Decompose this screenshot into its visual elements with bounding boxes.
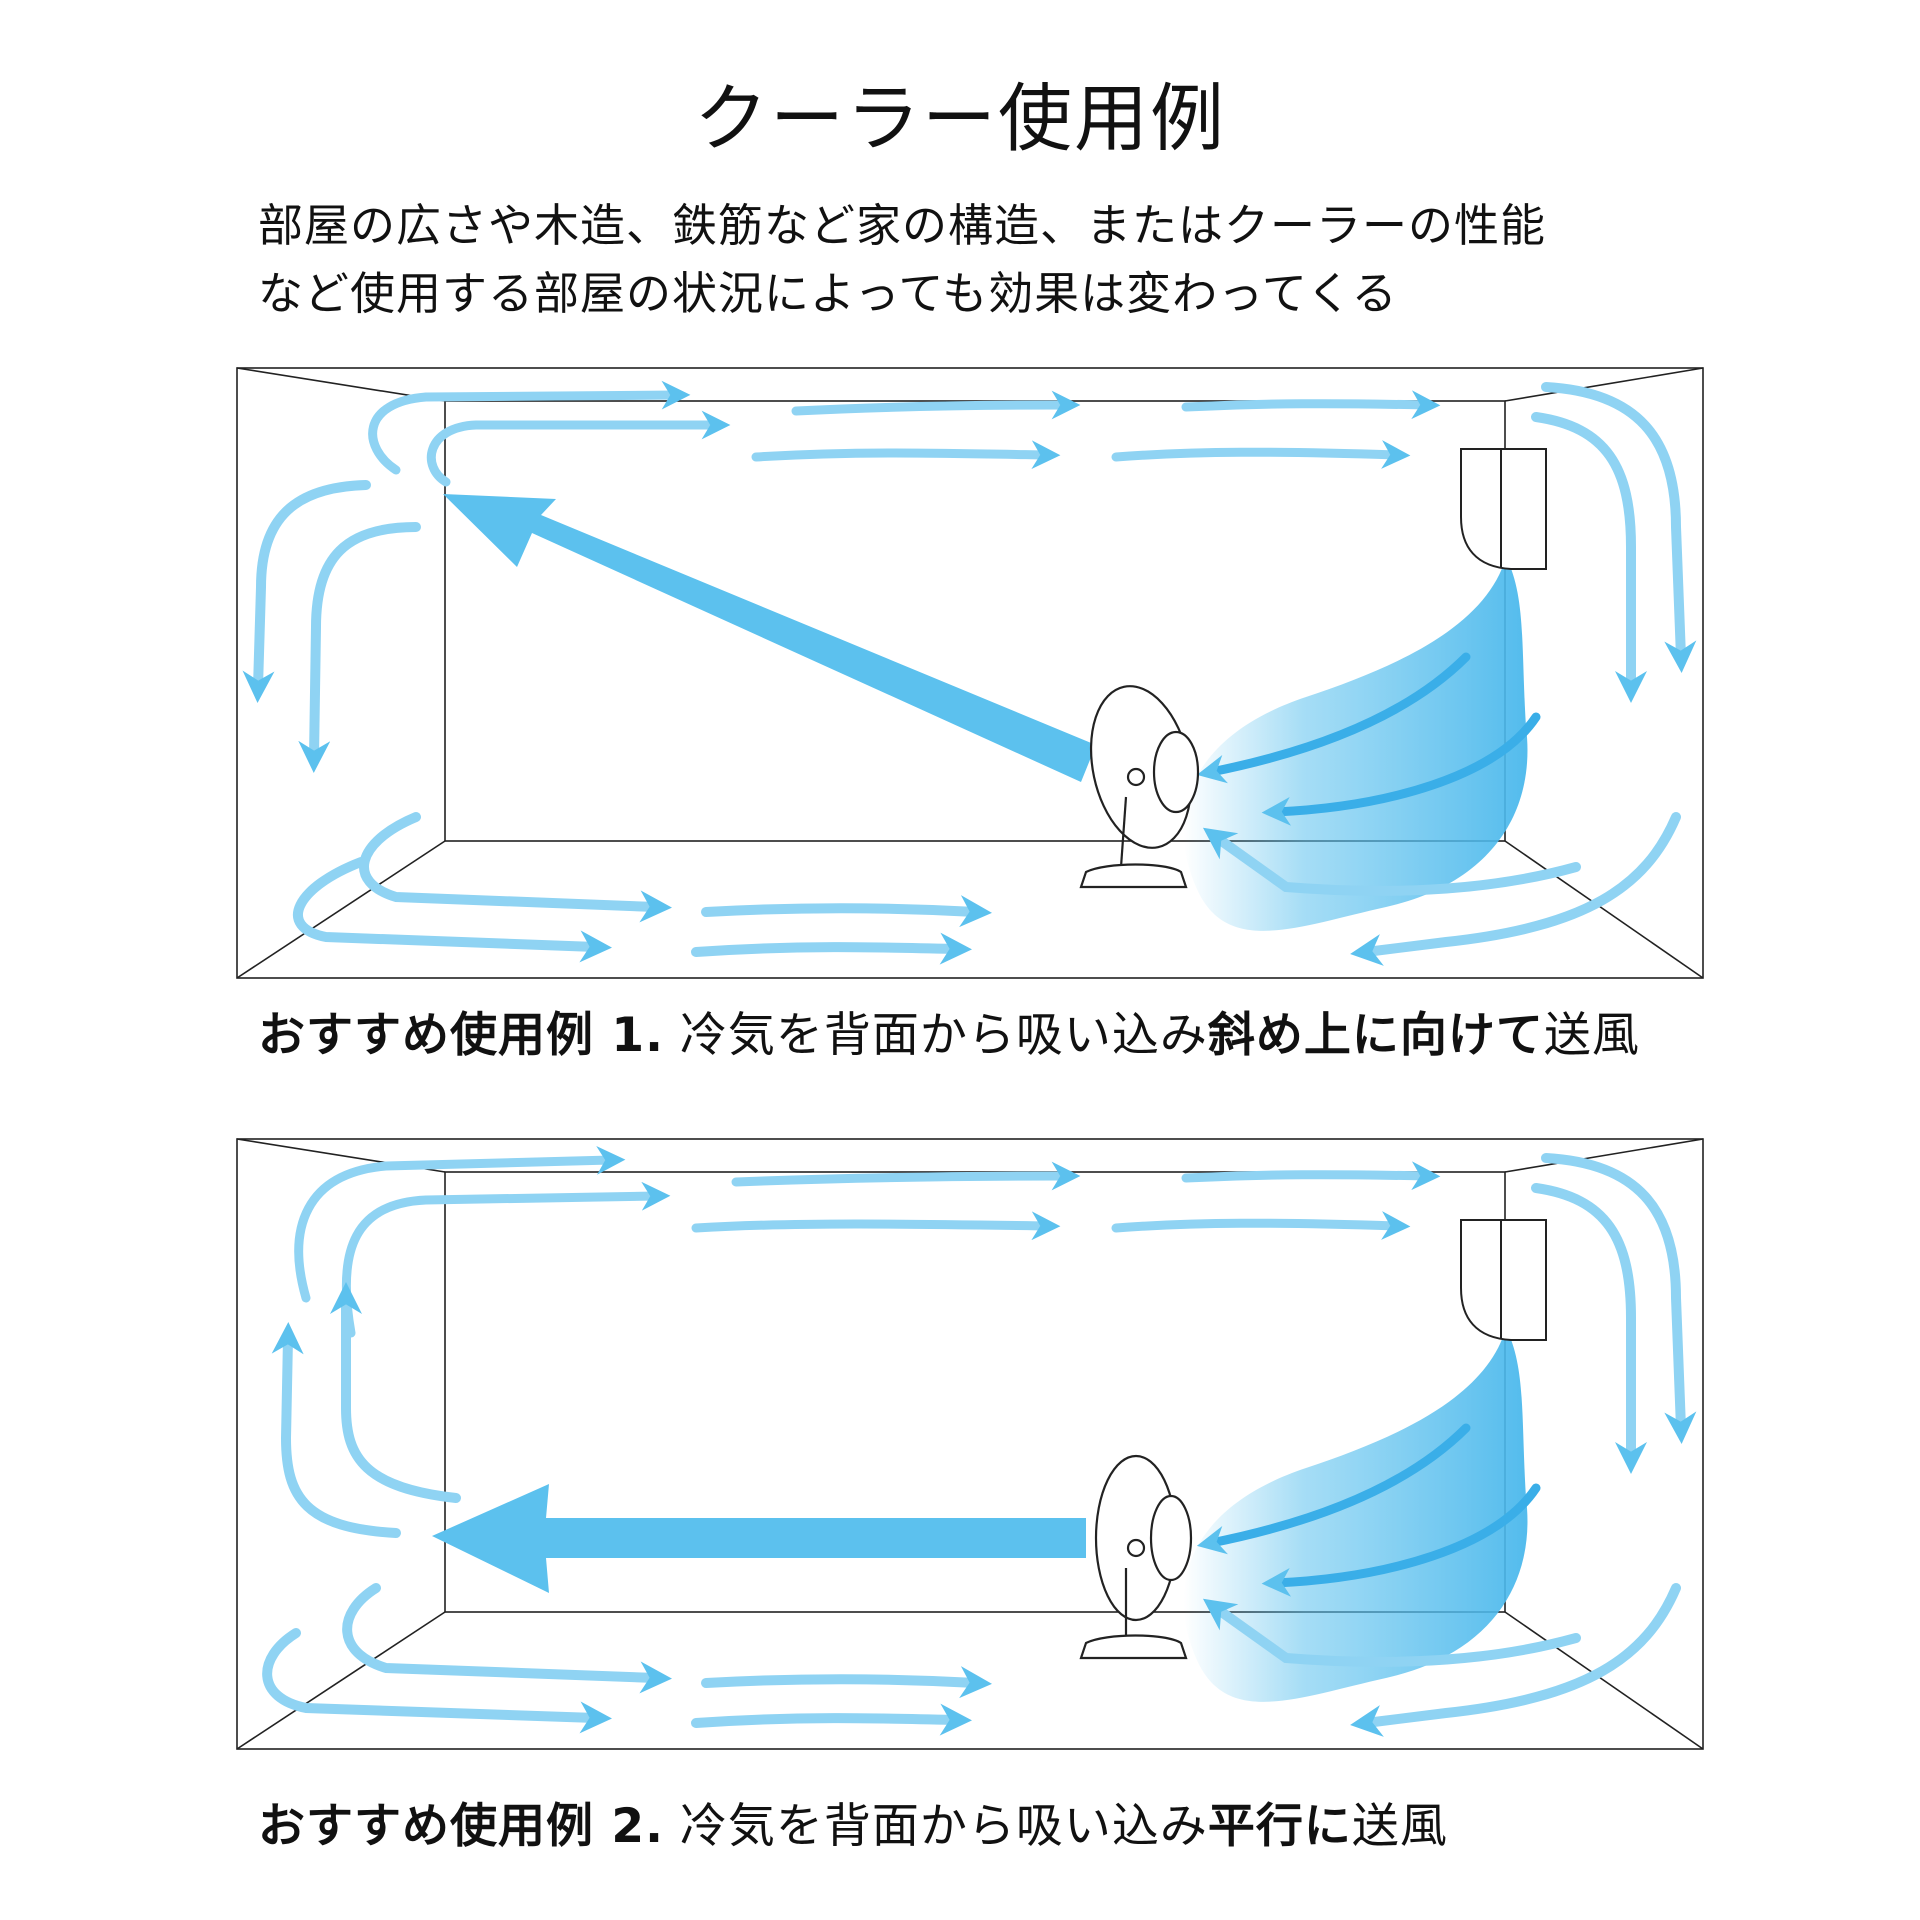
caption-2-lead: おすすめ使用例 2. — [258, 1799, 664, 1854]
airflow-arrows-ceiling — [294, 1145, 1441, 1338]
caption-2-emphasis: 平行に — [1207, 1799, 1352, 1854]
caption-1-text-b: 送風 — [1543, 1008, 1640, 1063]
airflow-arrows-left-wall — [271, 1281, 461, 1538]
intro-text: 部屋の広さや木造、鉄筋など家の構造、またはクーラーの性能 など使用する部屋の状況… — [258, 192, 1758, 328]
airflow-arrows-right-wall — [1531, 1153, 1697, 1475]
air-conditioner-icon — [1460, 1219, 1547, 1341]
circulator-fan-icon — [1079, 685, 1200, 889]
intro-line-2: など使用する部屋の状況によっても効果は変わってくる — [258, 267, 1398, 320]
caption-2-text-a: 冷気を背面から吸い込み — [663, 1799, 1208, 1854]
airflow-arrows-left-wall — [242, 480, 421, 773]
page-title: クーラー使用例 — [694, 76, 1226, 162]
main-airflow-arrow — [432, 1484, 1086, 1593]
room-diagram-1 — [236, 367, 1704, 979]
main-airflow-arrow — [443, 494, 1096, 782]
air-conditioner-icon — [1460, 448, 1547, 570]
airflow-arrows-ceiling — [368, 380, 1441, 487]
circulator-fan-icon — [1079, 1454, 1193, 1660]
intro-line-1: 部屋の広さや木造、鉄筋など家の構造、またはクーラーの性能 — [258, 199, 1547, 252]
caption-2-text-b: 送風 — [1351, 1799, 1448, 1854]
airflow-arrows-floor — [262, 1583, 1681, 1737]
caption-example-2: おすすめ使用例 2. 冷気を背面から吸い込み平行に送風 — [258, 1803, 1448, 1850]
room-diagram-2 — [236, 1138, 1704, 1750]
airflow-arrows-intake — [1196, 652, 1541, 826]
airflow-arrows-intake — [1196, 1423, 1541, 1597]
caption-1-emphasis: 斜め上に向けて — [1207, 1008, 1544, 1063]
caption-1-text-a: 冷気を背面から吸い込み — [663, 1008, 1208, 1063]
cold-air-plume — [1183, 557, 1528, 931]
caption-1-lead: おすすめ使用例 1. — [258, 1008, 664, 1063]
airflow-arrows-right-wall — [1531, 382, 1697, 704]
caption-example-1: おすすめ使用例 1. 冷気を背面から吸い込み斜め上に向けて送風 — [258, 1012, 1640, 1059]
cold-air-plume — [1183, 1328, 1528, 1702]
airflow-arrows-floor — [293, 812, 1681, 966]
